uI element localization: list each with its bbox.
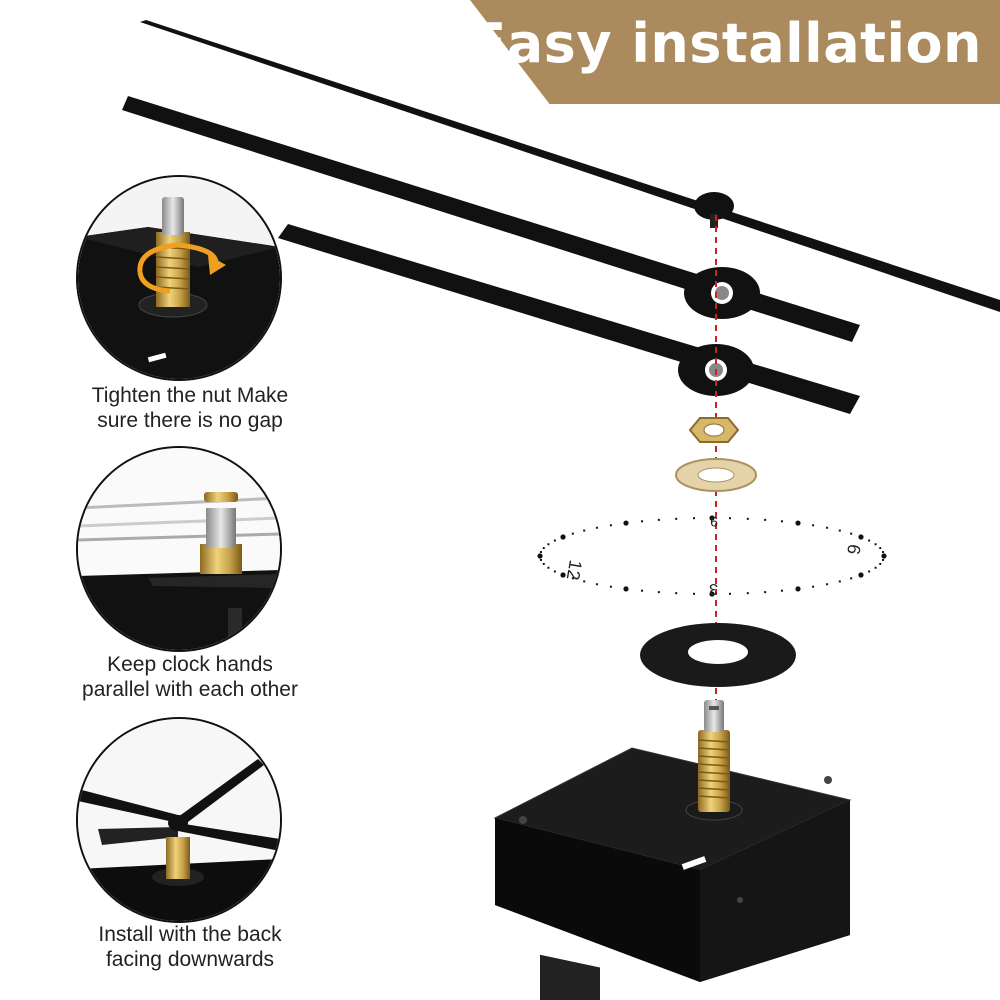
clock-dial (537, 515, 887, 597)
dial-tick (539, 551, 542, 554)
dial-tick (547, 566, 550, 569)
dial-number-12: 12 (563, 558, 586, 581)
movement-shaft (685, 700, 743, 821)
rubber-gasket (640, 623, 796, 687)
dial-tick (709, 591, 715, 597)
step-tighten-nut-image (76, 175, 282, 381)
dial-tick (560, 534, 566, 540)
dial-tick (609, 524, 612, 527)
dial-tick (539, 558, 542, 561)
dial-tick (693, 517, 696, 520)
dial-tick (812, 585, 815, 588)
step-3-line-2: facing downwards (105, 948, 275, 971)
second-hand (140, 20, 1000, 312)
dial-tick (838, 580, 841, 583)
dial-tick (850, 532, 853, 535)
washer (675, 458, 757, 492)
banner-title: Easy installation (469, 12, 982, 75)
step-parallel-hands-image (76, 446, 282, 652)
dial-tick (547, 543, 550, 546)
dial-tick (623, 586, 629, 592)
dial-tick (623, 520, 629, 526)
dial-tick (675, 592, 678, 595)
dial-tick (838, 529, 841, 532)
dial-tick (595, 583, 598, 586)
dial-tick (780, 520, 783, 523)
dial-tick (879, 547, 882, 550)
dial-tick (693, 592, 696, 595)
dial-number-6: 6 (843, 543, 864, 556)
dial-tick (795, 520, 801, 526)
dial-tick (583, 580, 586, 583)
step-2-line-1: Keep clock hands (107, 653, 273, 676)
dial-tick (542, 562, 545, 565)
dial-tick (675, 517, 678, 520)
dial-tick (746, 592, 749, 595)
step-parallel-hands-caption: Keep clock hands parallel with each othe… (40, 652, 340, 702)
dial-tick (764, 518, 767, 521)
dial-tick (868, 570, 871, 573)
dial-tick (795, 586, 801, 592)
hex-nut (688, 417, 740, 443)
dial-tick (826, 583, 829, 586)
dial-tick (882, 551, 885, 554)
dial-tick (746, 517, 749, 520)
dial-tick (882, 558, 885, 561)
dial-tick (542, 547, 545, 550)
dial-tick (553, 570, 556, 573)
dial-tick (657, 591, 660, 594)
dial-tick (874, 566, 877, 569)
dial-tick (537, 553, 543, 559)
step-2-line-2: parallel with each other (82, 678, 298, 701)
dial-tick (874, 543, 877, 546)
dial-tick (641, 589, 644, 592)
clock-movement (493, 747, 852, 1000)
step-tighten-nut-caption: Tighten the nut Make sure there is no ga… (40, 383, 340, 433)
dial-tick (858, 572, 864, 578)
step-3-line-1: Install with the back (98, 923, 282, 946)
dial-number-3: 3 (709, 580, 718, 597)
dial-tick (657, 518, 660, 521)
hour-hand (278, 224, 860, 414)
dial-number-9: 9 (710, 514, 718, 530)
dial-tick (709, 515, 715, 521)
dial-tick (868, 539, 871, 542)
dial-tick (609, 585, 612, 588)
title-banner (470, 0, 1000, 104)
dial-tick (881, 553, 887, 559)
step-1-line-2: sure there is no gap (97, 409, 283, 432)
step-back-downwards-image (76, 717, 282, 923)
dial-tick (826, 526, 829, 529)
dial-tick (553, 539, 556, 542)
dial-tick (879, 562, 882, 565)
dial-tick (812, 524, 815, 527)
dial-tick (764, 591, 767, 594)
dial-tick (595, 526, 598, 529)
minute-hand (122, 96, 860, 342)
dial-tick (583, 529, 586, 532)
dial-tick (858, 534, 864, 540)
dial-tick (571, 532, 574, 535)
dial-tick (571, 577, 574, 580)
dial-tick (641, 520, 644, 523)
dial-tick (780, 589, 783, 592)
step-1-line-1: Tighten the nut Make (91, 384, 289, 407)
dial-tick (560, 572, 566, 578)
dial-tick (728, 517, 731, 520)
dial-tick (728, 592, 731, 595)
step-back-downwards-caption: Install with the back facing downwards (40, 922, 340, 972)
dial-tick (850, 577, 853, 580)
